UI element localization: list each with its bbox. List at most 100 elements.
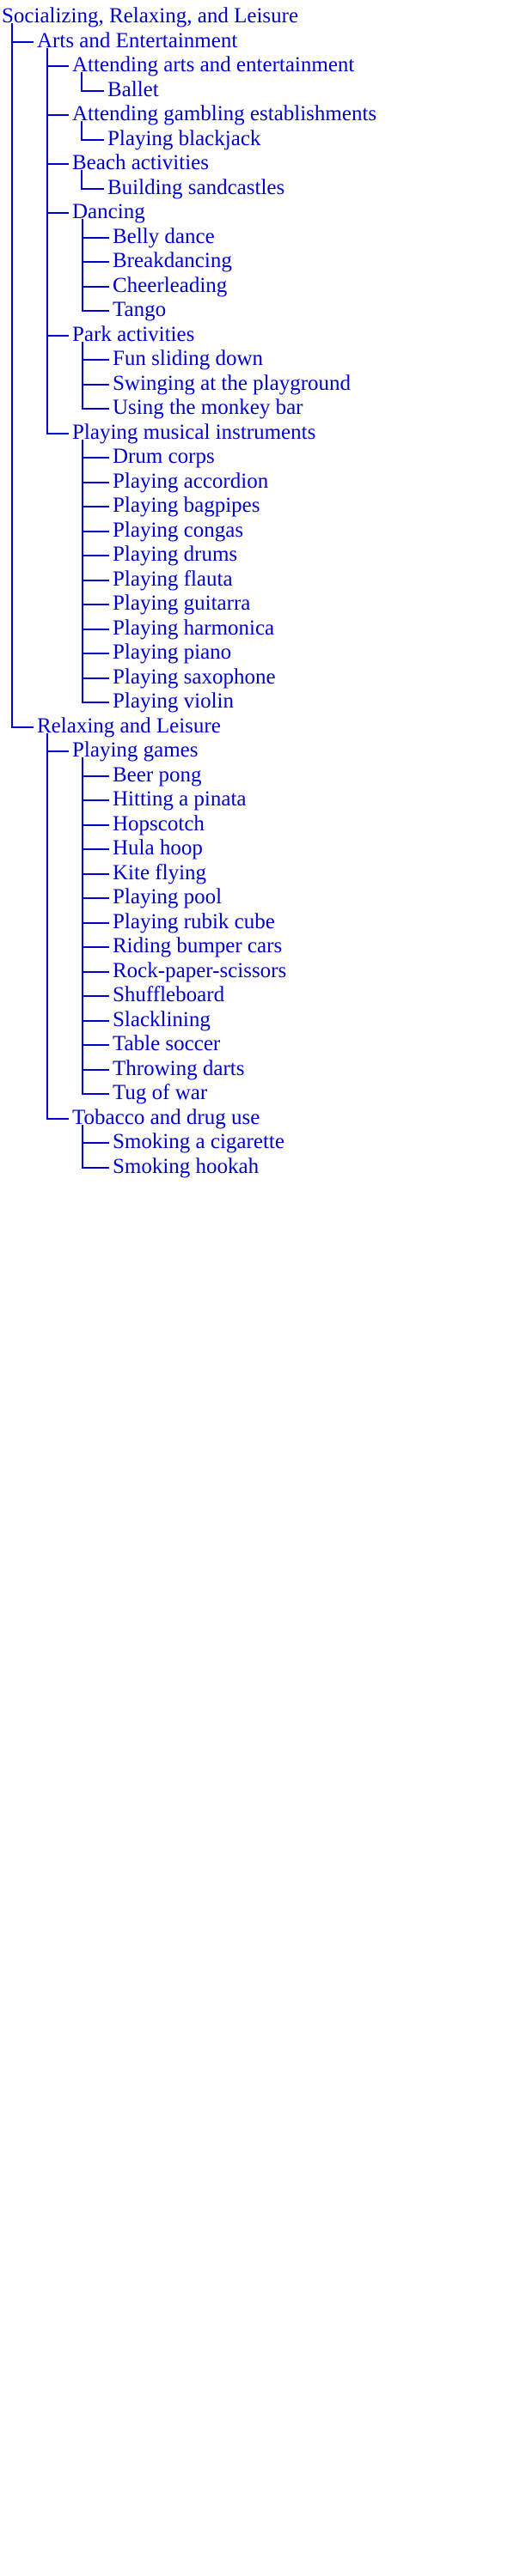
tree-node: Playing piano [113,641,232,664]
tree-node: Fun sliding down [113,347,264,370]
tree-node: Beach activities [72,151,209,174]
tree-node: Beer pong [113,762,202,787]
branch-connector [82,1019,109,1022]
branch-connector [82,1093,109,1095]
tree-node: Throwing darts [113,1056,245,1080]
branch-trunk [82,1124,83,1169]
branch-trunk [82,341,83,410]
tree-node: Hopscotch [113,811,205,835]
branch-connector [82,261,109,263]
tree-node: Tug of war [113,1081,208,1104]
branch-connector [82,946,109,948]
tree-node: Tobacco and drug use [72,1105,260,1129]
branch-connector [82,1044,109,1046]
branch-connector [46,334,69,337]
branch-trunk [82,439,83,703]
branch-connector [82,897,109,899]
tree-node: Playing rubik cube [113,909,275,933]
branch-connector [82,653,109,654]
branch-connector [82,408,109,410]
branch-connector [82,823,109,826]
tree-node: Slacklining [113,1007,211,1031]
branch-connector [82,457,109,459]
branch-trunk [81,170,83,190]
branch-trunk [11,23,13,728]
branch-connector [82,359,109,361]
branch-connector [82,677,109,679]
tree-node: Using the monkey bar [113,396,303,419]
tree-node: Playing guitarra [113,592,251,615]
tree-node: Hitting a pinata [113,787,247,811]
tree-node: Playing violin [113,690,234,713]
branch-connector [82,1142,109,1144]
branch-trunk [81,121,83,141]
branch-connector [82,310,109,312]
branch-connector [82,1166,109,1169]
branch-connector [81,89,104,92]
tree-node: Playing pool [113,885,223,908]
branch-connector [82,383,109,386]
branch-connector [11,726,34,728]
tree-node: Park activities [72,322,195,346]
branch-connector [81,138,104,141]
tree-node: Playing harmonica [113,616,275,640]
branch-connector [82,872,109,875]
branch-connector [46,750,69,752]
branch-connector [46,432,69,434]
branch-connector [82,1068,109,1071]
tree-node: Playing bagpipes [113,494,260,517]
tree-node: Attending gambling establishments [72,102,377,125]
branch-connector [82,628,109,630]
tree-root: Socializing, Relaxing, and Leisure [2,4,299,27]
branch-connector [82,236,109,239]
branch-connector [82,285,109,288]
branch-connector [81,187,104,190]
branch-trunk [81,72,83,92]
tree-node: Swinging at the playground [113,371,352,395]
branch-connector [82,799,109,801]
tree-node: Drum corps [113,445,215,468]
branch-connector [11,40,34,43]
tree-node: Tango [113,298,167,321]
branch-connector [82,530,109,532]
tree-node: Playing congas [113,518,244,542]
tree-node: Playing blackjack [107,126,261,150]
tree-node: Playing saxophone [113,665,276,689]
tree-node: Smoking hookah [113,1154,260,1178]
tree-node: Building sandcastles [107,175,285,199]
branch-connector [82,848,109,850]
tree-node: Breakdancing [113,249,232,272]
branch-connector [82,604,109,605]
tree-node: Attending arts and entertainment [72,53,355,76]
tree-node: Playing musical instruments [72,420,316,444]
branch-connector [46,212,69,214]
tree-node: Relaxing and Leisure [37,714,221,738]
branch-connector [46,1117,69,1120]
tree-node: Arts and Entertainment [37,28,238,52]
tree-node: Table soccer [113,1032,221,1055]
branch-trunk [46,47,48,434]
tree-node: Hula hoop [113,836,203,860]
branch-trunk [82,219,83,312]
branch-trunk [82,757,83,1095]
tree-node: Playing flauta [113,567,233,591]
tree-node: Cheerleading [113,273,228,297]
tree-node: Playing games [72,738,199,762]
branch-connector [82,702,109,703]
branch-connector [82,506,109,507]
branch-connector [82,555,109,556]
tree-node: Riding bumper cars [113,934,283,957]
tree-node: Playing drums [113,543,238,566]
branch-connector [46,114,69,116]
branch-connector [82,921,109,924]
tree-node: Belly dance [113,224,215,248]
branch-connector [82,995,109,997]
tree-node: Rock-paper-scissors [113,958,287,982]
branch-connector [82,481,109,483]
branch-connector [82,970,109,973]
branch-connector [82,579,109,581]
branch-trunk [46,732,48,1120]
tree-node: Dancing [72,200,145,223]
tree-node: Playing accordion [113,469,269,493]
